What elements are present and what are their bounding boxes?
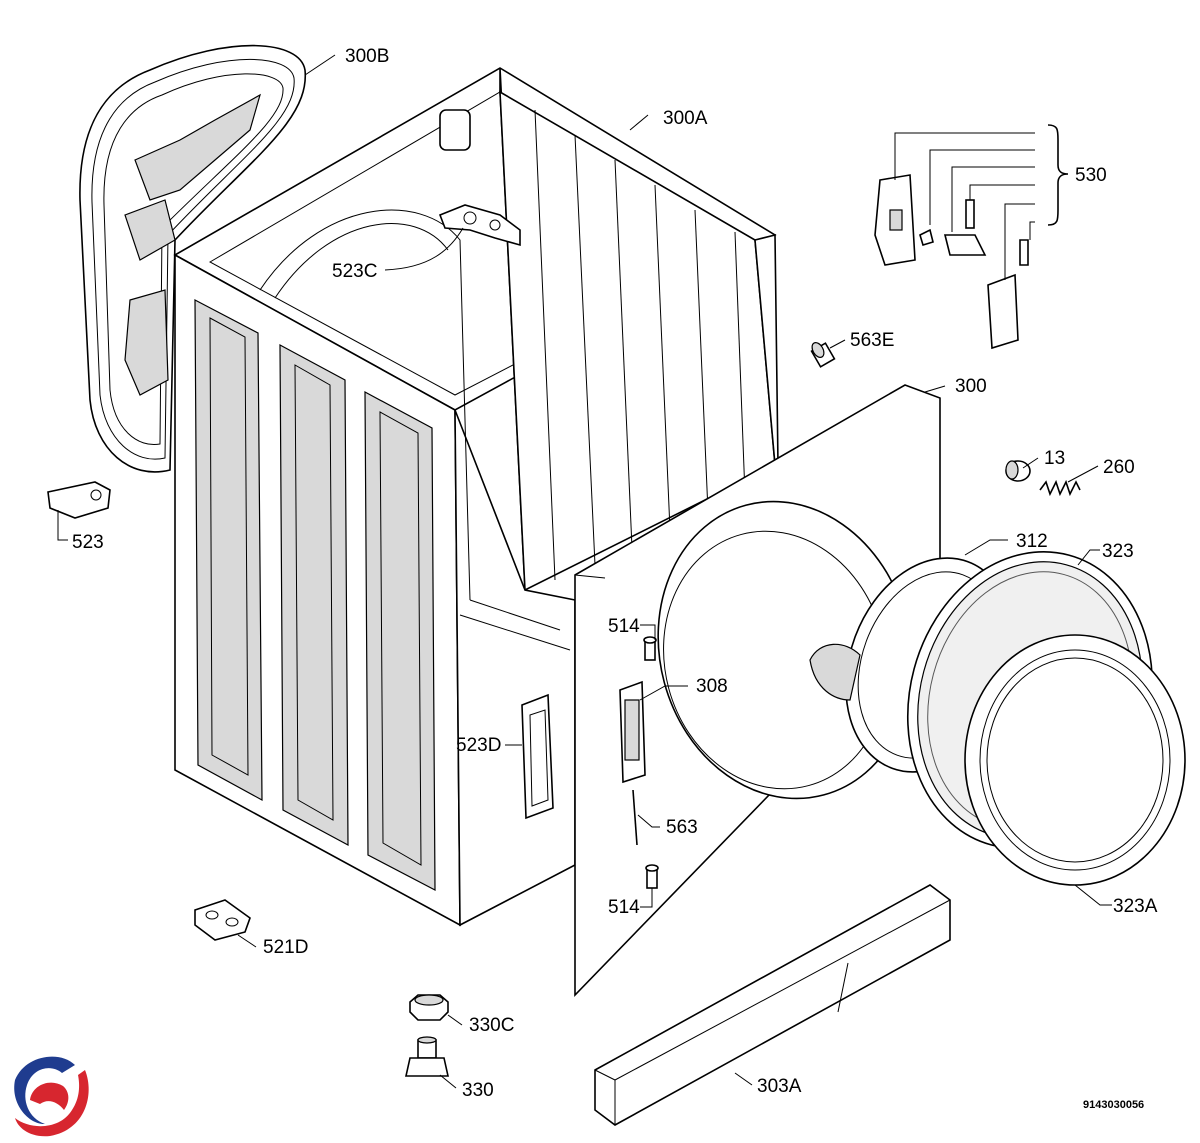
label-523: 523 [72,532,104,553]
part-563-rod [632,789,638,846]
label-303A: 303A [757,1076,802,1097]
part-530-handle-kit [874,124,1069,350]
callout-labels: 300B 300A 530 523C 563E 300 13 260 523 3… [72,46,1158,1111]
part-13-cap [1005,460,1031,482]
part-563E-plug [810,342,836,368]
leader-lines [57,54,1112,1089]
part-521D-clip [194,899,251,941]
label-523C: 523C [332,261,377,282]
part-330C-cap [409,994,449,1021]
label-13: 13 [1044,448,1065,469]
label-521D: 521D [263,937,308,958]
label-260: 260 [1103,457,1135,478]
label-323A: 323A [1113,896,1158,917]
label-300: 300 [955,376,987,397]
part-514-screw-bottom [645,864,659,889]
part-300A-cabinet [173,67,779,927]
label-308: 308 [696,676,728,697]
label-530: 530 [1075,165,1107,186]
part-308-door-lock [619,680,646,784]
label-563: 563 [666,817,698,838]
label-312: 312 [1016,531,1048,552]
label-514-bottom: 514 [608,897,640,918]
part-523D-plate [521,693,554,820]
label-523D: 523D [456,735,501,756]
label-514-top: 514 [608,616,640,637]
document-number: 9143030056 [1083,1099,1144,1111]
label-563E: 563E [850,330,894,351]
part-330-fitting [405,1036,449,1077]
part-303A-kickplate [594,884,951,1126]
part-323A-outer-ring [964,634,1186,886]
label-323: 323 [1102,541,1134,562]
label-330: 330 [462,1080,494,1101]
part-260-spring [1039,479,1081,497]
part-300B-rear-gasket [79,44,306,473]
label-300A: 300A [663,108,708,129]
part-514-screw-top [643,636,657,661]
label-300B: 300B [345,46,389,67]
part-523C-bracket [438,204,521,247]
part-300-front-panel [574,384,941,997]
part-523-bracket [47,481,111,519]
brand-logo [14,1056,89,1137]
label-330C: 330C [469,1015,514,1036]
